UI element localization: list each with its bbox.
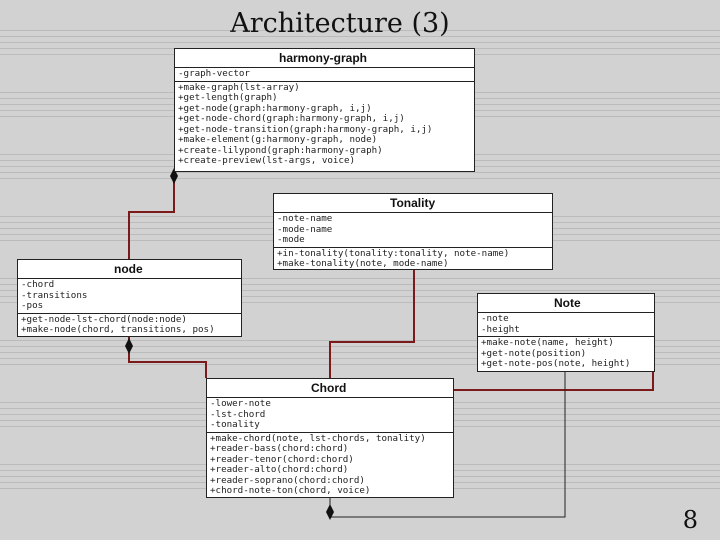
operation: +get-node(graph:harmony-graph, i,j): [178, 103, 372, 114]
attributes-section: -note-name -mode-name -mode: [274, 213, 552, 248]
link-note-bottom: [330, 372, 566, 518]
operation: +create-preview(lst-args, voice): [178, 156, 356, 166]
operation: +get-length(graph): [178, 93, 278, 103]
operations-section: +make-note(name, height) +get-note(posit…: [478, 337, 654, 371]
slide-title: Architecture (3): [230, 8, 450, 39]
operation: +get-note-pos(note, height): [481, 359, 631, 369]
operation: +get-node-transition(graph:harmony-graph…: [178, 124, 433, 135]
class-name: harmony-graph: [175, 49, 474, 68]
operations-section: +get-node-lst-chord(node:node) +make-nod…: [18, 314, 241, 337]
class-harmony-graph[interactable]: harmony-graph -graph-vector +make-graph(…: [174, 48, 475, 172]
operations-section: +make-chord(note, lst-chords, tonality) …: [207, 433, 453, 498]
page-number: 8: [682, 506, 698, 534]
attribute: -height: [481, 324, 520, 335]
operation: +make-graph(lst-array): [178, 82, 300, 93]
link-tonality-chord: [329, 270, 415, 378]
attribute: -lower-note: [210, 399, 271, 409]
attributes-section: -graph-vector: [175, 68, 474, 82]
attribute: -mode-name: [277, 224, 333, 235]
operation: +get-node-lst-chord(node:node): [21, 314, 187, 325]
attribute: -note: [481, 314, 509, 324]
aggregation-diamond: [125, 338, 133, 354]
operation: +get-note(position): [481, 348, 587, 359]
attribute: -graph-vector: [178, 69, 250, 79]
attributes-section: -note -height: [478, 313, 654, 337]
operations-section: +make-graph(lst-array) +get-length(graph…: [175, 82, 474, 168]
operation: +in-tonality(tonality:tonality, note-nam…: [277, 248, 510, 259]
attribute: -lst-chord: [210, 409, 266, 420]
link-graph-node: [128, 175, 175, 259]
class-chord[interactable]: Chord -lower-note -lst-chord -tonality +…: [206, 378, 454, 498]
attribute: -pos: [21, 301, 44, 311]
attributes-section: -lower-note -lst-chord -tonality: [207, 398, 453, 433]
operation: +get-node-chord(graph:harmony-graph, i,j…: [178, 114, 405, 124]
operation: +make-chord(note, lst-chords, tonality): [210, 433, 426, 444]
class-note[interactable]: Note -note -height +make-note(name, heig…: [477, 293, 655, 372]
operation: +create-lilypond(graph:harmony-graph): [178, 145, 383, 156]
operation: +make-tonality(note, mode-name): [277, 259, 449, 269]
attribute: -mode: [277, 235, 305, 245]
link-note-chord: [452, 372, 654, 391]
class-node[interactable]: node -chord -transitions -pos +get-node-…: [17, 259, 242, 337]
operation: +reader-soprano(chord:chord): [210, 475, 365, 486]
attribute: -chord: [21, 280, 55, 290]
operation: +make-element(g:harmony-graph, node): [178, 135, 378, 145]
operation: +make-node(chord, transitions, pos): [21, 325, 215, 335]
operation: +reader-tenor(chord:chord): [210, 454, 354, 465]
class-name: Chord: [207, 379, 453, 398]
operation: +chord-note-ton(chord, voice): [210, 486, 371, 496]
operation: +reader-bass(chord:chord): [210, 444, 349, 454]
aggregation-diamond: [170, 168, 178, 184]
attribute: -transitions: [21, 290, 88, 301]
aggregation-diamond: [326, 504, 334, 520]
class-name: Tonality: [274, 194, 552, 213]
operations-section: +in-tonality(tonality:tonality, note-nam…: [274, 248, 552, 271]
class-tonality[interactable]: Tonality -note-name -mode-name -mode +in…: [273, 193, 553, 270]
class-name: node: [18, 260, 241, 279]
class-name: Note: [478, 294, 654, 313]
attribute: -note-name: [277, 214, 333, 224]
operation: +make-note(name, height): [481, 338, 614, 348]
operation: +reader-alto(chord:chord): [210, 465, 349, 475]
link-node-chord: [128, 337, 207, 378]
attributes-section: -chord -transitions -pos: [18, 279, 241, 314]
attribute: -tonality: [210, 420, 260, 430]
